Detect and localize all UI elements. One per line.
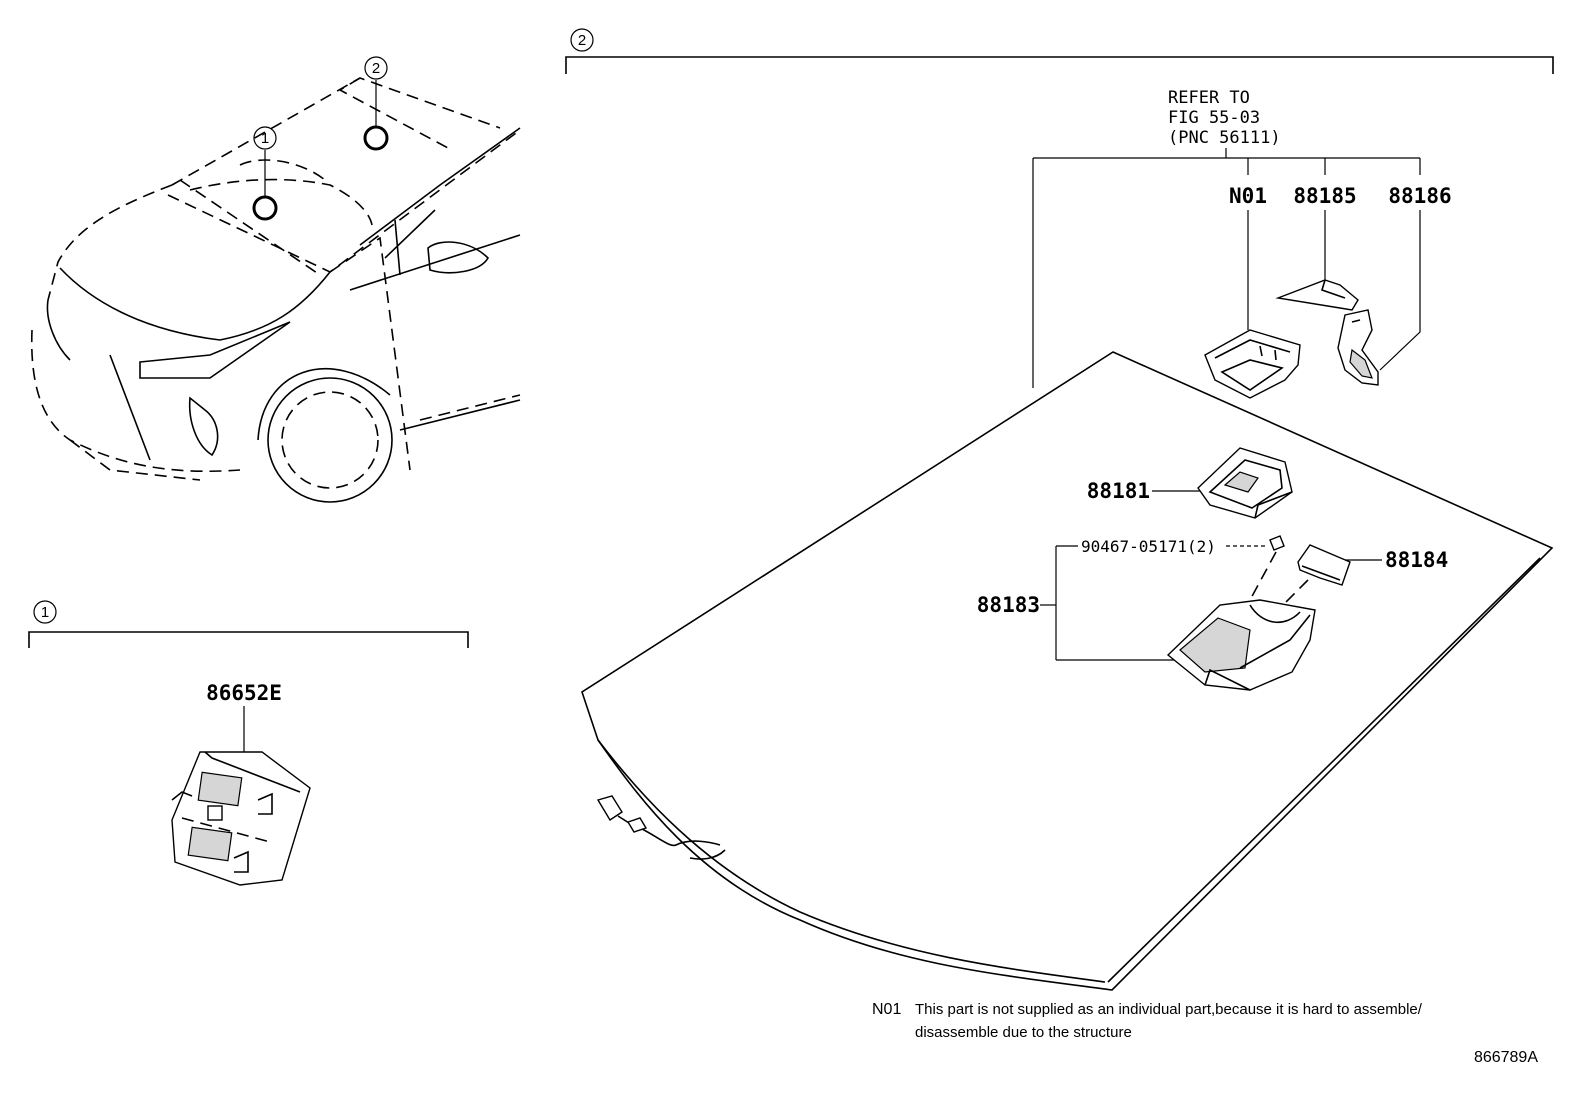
part-86652E-illustration (171, 751, 311, 886)
part-label-90467-05171: 90467-05171(2) (1081, 537, 1216, 556)
part-88183-bracket-lines (1040, 545, 1268, 661)
part-label-88185: 88185 (1293, 184, 1356, 208)
part-label-88184: 88184 (1385, 548, 1448, 572)
svg-text:2: 2 (578, 32, 586, 49)
note-line-2: disassemble due to the structure (915, 1024, 1132, 1041)
note-line-1: This part is not supplied as an individu… (915, 1001, 1423, 1018)
svg-text:2: 2 (372, 60, 380, 77)
svg-text:1: 1 (41, 604, 49, 621)
part-88181-illustration (1197, 447, 1293, 519)
part-88186-illustration (1337, 309, 1379, 386)
section-1-header: 1 (28, 600, 469, 648)
part-88185-illustration (1275, 279, 1359, 311)
part-label-86652E: 86652E (206, 681, 282, 705)
reference-bracket (1032, 148, 1421, 388)
reference-line-3: (PNC 56111) (1168, 128, 1281, 148)
part-90467-screw-illustration (1249, 535, 1285, 601)
car-callout-2: 2 (364, 56, 388, 80)
illustration-id: 866789A (1474, 1049, 1538, 1066)
reference-line-1: REFER TO (1168, 88, 1250, 108)
part-label-88183: 88183 (977, 593, 1040, 617)
callout-2-marker (363, 125, 389, 151)
part-label-N01: N01 (1229, 184, 1267, 208)
car-overview-illustration (30, 77, 521, 503)
part-N01-illustration (1204, 329, 1301, 399)
part-label-88181: 88181 (1087, 479, 1150, 503)
car-callout-1: 1 (253, 126, 277, 150)
windshield-glass-illustration (581, 351, 1554, 991)
svg-text:1: 1 (261, 130, 269, 147)
note-code: N01 (872, 1001, 901, 1018)
callout-1-marker (252, 195, 278, 221)
part-label-88186: 88186 (1388, 184, 1451, 208)
part-88183-illustration (1166, 599, 1316, 691)
reference-line-2: FIG 55-03 (1168, 108, 1260, 128)
section-2-header: 2 (565, 28, 1554, 74)
